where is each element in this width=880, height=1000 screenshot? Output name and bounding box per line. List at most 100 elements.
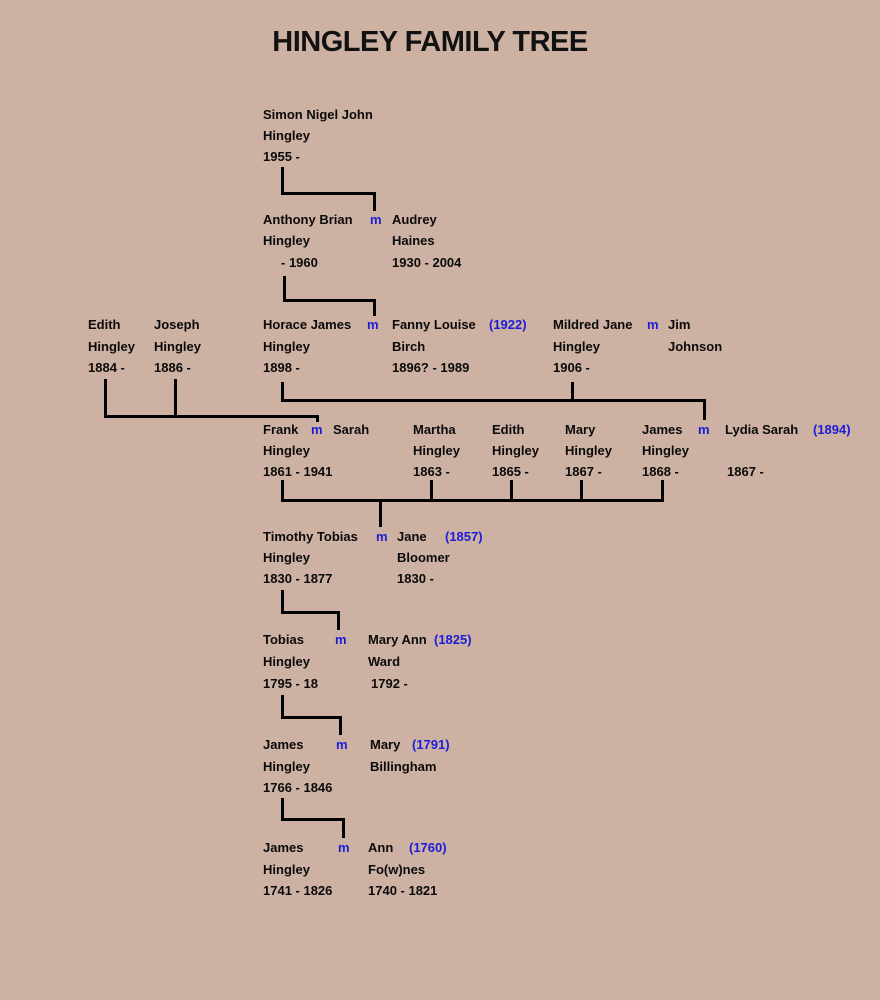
person-jane-surname: Bloomer	[397, 550, 450, 565]
person-tobias-surname: Hingley	[263, 654, 310, 669]
connector-edith-1884-drop	[104, 379, 107, 418]
person-timothy-given: Timothy Tobias	[263, 529, 358, 544]
person-jim-surname: Johnson	[668, 339, 723, 354]
connector-anthony-elbow	[283, 299, 376, 302]
person-james-1868-dates: 1868 -	[642, 464, 679, 479]
person-fanny-dates: 1896? - 1989	[392, 360, 470, 375]
marriage-year-james-lydia: (1894)	[813, 422, 851, 437]
person-james-1868-surname: Hingley	[642, 443, 689, 458]
person-james-1741-dates: 1741 - 1826	[263, 883, 333, 898]
person-edith-1865-surname: Hingley	[492, 443, 539, 458]
person-timothy-surname: Hingley	[263, 550, 310, 565]
connector-mary-1867-drop	[580, 480, 583, 502]
connector-martha-drop	[430, 480, 433, 502]
person-jane-given: Jane	[397, 529, 427, 544]
person-edith-1865-given: Edith	[492, 422, 525, 437]
connector-simon-elbow	[281, 192, 376, 195]
person-audrey-dates: 1930 - 2004	[392, 255, 462, 270]
marriage-symbol-mildred-jim: m	[647, 317, 659, 332]
person-simon-surname: Hingley	[263, 128, 310, 143]
person-tobias-dates: 1795 - 18	[263, 676, 318, 691]
marriage-symbol-james-lydia: m	[698, 422, 710, 437]
connector-timothy-drop	[281, 590, 284, 614]
connector-james-1766-elbow	[281, 818, 345, 821]
person-fanny-surname: Birch	[392, 339, 426, 354]
connector-frank-sarah-bus	[104, 415, 319, 418]
person-ann-dates: 1740 - 1821	[368, 883, 438, 898]
person-mildred-surname: Hingley	[553, 339, 600, 354]
connector-anthony-drop	[283, 276, 286, 302]
person-frank-dates: 1861 - 1941	[263, 464, 333, 479]
person-mildred-dates: 1906 -	[553, 360, 590, 375]
connector-siblings-bus	[281, 499, 664, 502]
person-joseph-1886-dates: 1886 -	[154, 360, 191, 375]
person-edith-1865-dates: 1865 -	[492, 464, 529, 479]
person-mary-1867-given: Mary	[565, 422, 596, 437]
connector-tobias-drop	[281, 695, 284, 719]
person-joseph-1886-given: Joseph	[154, 317, 200, 332]
person-frank-given: Frank	[263, 422, 299, 437]
person-anthony-given: Anthony Brian	[263, 212, 353, 227]
marriage-symbol-timothy-jane: m	[376, 529, 388, 544]
person-simon-dates: 1955 -	[263, 149, 300, 164]
marriage-symbol-anthony-audrey: m	[370, 212, 382, 227]
person-edith-1884-surname: Hingley	[88, 339, 135, 354]
person-audrey-given: Audrey	[392, 212, 437, 227]
person-mildred-given: Mildred Jane	[553, 317, 633, 332]
person-timothy-dates: 1830 - 1877	[263, 571, 333, 586]
connector-tobias-marriage-drop	[337, 611, 340, 630]
person-james-1766-surname: Hingley	[263, 759, 310, 774]
person-jim-given: Jim	[668, 317, 691, 332]
person-james-1766-dates: 1766 - 1846	[263, 780, 333, 795]
person-mary-billingham-surname: Billingham	[370, 759, 437, 774]
connector-james-1741-marriage-drop	[342, 818, 345, 838]
connector-simon-drop	[281, 167, 284, 195]
connector-mildred-drop	[571, 382, 574, 402]
person-edith-1884-given: Edith	[88, 317, 121, 332]
connector-horace-drop	[281, 382, 284, 402]
person-horace-dates: 1898 -	[263, 360, 300, 375]
person-edith-1884-dates: 1884 -	[88, 360, 125, 375]
person-lydia-given: Lydia Sarah	[725, 422, 799, 437]
person-jane-dates: 1830 -	[397, 571, 434, 586]
person-mary-ann-surname: Ward	[368, 654, 401, 669]
person-martha-dates: 1863 -	[413, 464, 450, 479]
marriage-symbol-james-mary: m	[336, 737, 348, 752]
connector-joseph-1886-drop	[174, 379, 177, 418]
person-anthony-dates: - 1960	[281, 255, 318, 270]
person-mary-ann-dates: 1792 -	[371, 676, 408, 691]
marriage-symbol-horace-fanny: m	[367, 317, 379, 332]
person-fanny-given: Fanny Louise	[392, 317, 476, 332]
person-mary-ann-given: Mary Ann	[368, 632, 427, 647]
person-martha-surname: Hingley	[413, 443, 460, 458]
person-james-1868-given: James	[642, 422, 683, 437]
marriage-year-james-mary: (1791)	[412, 737, 450, 752]
person-ann-given: Ann	[368, 840, 394, 855]
person-mary-1867-surname: Hingley	[565, 443, 612, 458]
connector-james-1766-marriage-drop	[339, 716, 342, 735]
connector-frank-drop	[281, 480, 284, 502]
person-audrey-surname: Haines	[392, 233, 435, 248]
person-horace-given: Horace James	[263, 317, 352, 332]
marriage-year-james-ann: (1760)	[409, 840, 447, 855]
marriage-year-timothy-jane: (1857)	[445, 529, 483, 544]
connector-james-marriage-drop	[703, 399, 706, 420]
connector-timothy-elbow	[281, 611, 340, 614]
person-horace-surname: Hingley	[263, 339, 310, 354]
person-frank-surname: Hingley	[263, 443, 310, 458]
connector-frank-marriage-drop	[316, 415, 319, 422]
connector-edith-1865-drop	[510, 480, 513, 502]
connector-tobias-elbow	[281, 716, 342, 719]
marriage-year-tobias-mary-ann: (1825)	[434, 632, 472, 647]
connector-timothy-marriage-drop	[379, 499, 382, 527]
marriage-year-horace-fanny: (1922)	[489, 317, 527, 332]
page-title: HINGLEY FAMILY TREE	[272, 26, 588, 58]
person-james-1741-given: James	[263, 840, 304, 855]
person-sarah-given: Sarah	[333, 422, 370, 437]
person-anthony-surname: Hingley	[263, 233, 310, 248]
connector-james-1766-drop	[281, 798, 284, 821]
person-lydia-dates: 1867 -	[727, 464, 764, 479]
person-ann-surname: Fo(w)nes	[368, 862, 426, 877]
marriage-symbol-james-ann: m	[338, 840, 350, 855]
